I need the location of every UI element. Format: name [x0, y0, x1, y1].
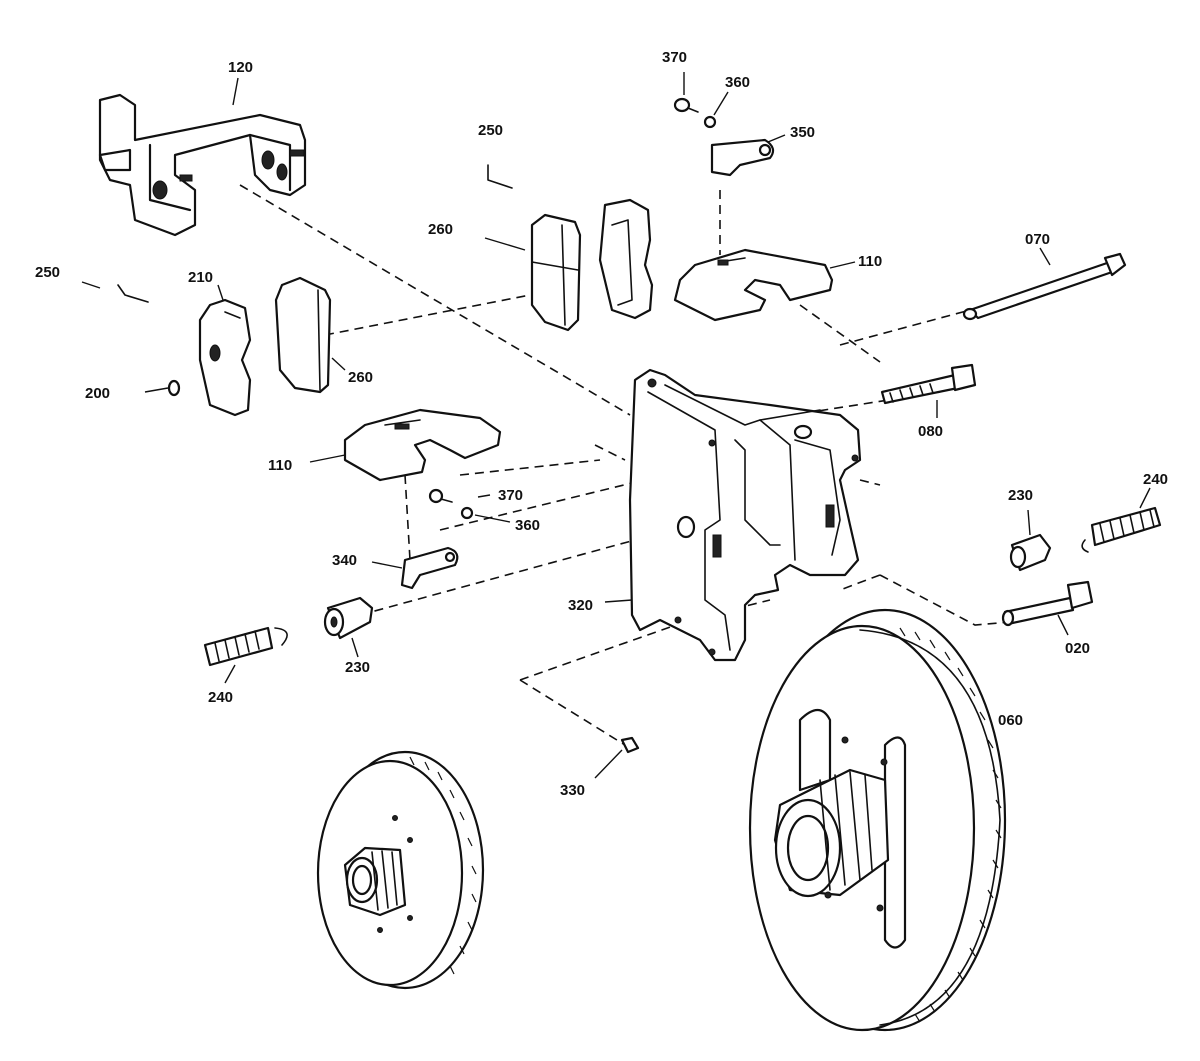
callout-340: 340 — [332, 552, 357, 569]
small-disc — [316, 750, 485, 990]
callout-240-left: 240 — [208, 689, 233, 706]
part-250-clip-top — [487, 164, 513, 189]
part-230-bushing-left — [323, 596, 374, 640]
part-340-lever — [400, 546, 459, 590]
part-370-360-mid — [428, 488, 474, 520]
callout-230-left: 230 — [345, 659, 370, 676]
callout-370-mid: 370 — [498, 487, 523, 504]
callout-110-left: 110 — [268, 457, 292, 474]
part-120-bracket — [98, 93, 307, 237]
callout-260-top: 260 — [428, 221, 453, 238]
callout-210: 210 — [188, 269, 213, 286]
part-200-pin — [167, 379, 181, 397]
callout-230-right: 230 — [1008, 487, 1033, 504]
callout-330: 330 — [560, 782, 585, 799]
part-060-large-disc — [748, 608, 1007, 1032]
callout-120: 120 — [228, 59, 253, 76]
callout-250-top: 250 — [478, 122, 503, 139]
part-260-pad-left — [274, 276, 332, 394]
part-330-screw — [620, 736, 640, 754]
part-260-pad-top — [530, 198, 654, 332]
part-250-clip-left — [117, 284, 149, 303]
part-240-spring-right — [1081, 506, 1162, 553]
callout-370-top: 370 — [662, 49, 687, 66]
part-070-long-bolt — [962, 252, 1127, 321]
callout-020: 020 — [1065, 640, 1090, 657]
callout-260-left: 260 — [348, 369, 373, 386]
callout-110-right: 110 — [858, 253, 882, 270]
callout-360-mid: 360 — [515, 517, 540, 534]
part-110-carrier-left — [343, 408, 502, 482]
part-020-bolt — [1001, 580, 1094, 627]
callout-350: 350 — [790, 124, 815, 141]
callout-060: 060 — [998, 712, 1023, 729]
callout-080: 080 — [918, 423, 943, 440]
part-210-shim — [198, 298, 252, 417]
callout-070: 070 — [1025, 231, 1050, 248]
part-110-carrier-right — [673, 248, 834, 322]
part-370-360-350-top — [673, 97, 775, 177]
part-230-bushing-right — [1009, 533, 1052, 572]
callout-200: 200 — [85, 385, 110, 402]
part-320-caliper-body — [628, 368, 862, 662]
leader-lines — [81, 72, 1151, 779]
part-080-bolt — [880, 363, 977, 405]
callouts: 120 370 360 350 250 260 110 070 250 210 … — [35, 49, 1168, 799]
callout-240-right: 240 — [1143, 471, 1168, 488]
callout-320: 320 — [568, 597, 593, 614]
callout-360-top: 360 — [725, 74, 750, 91]
part-240-spring-left — [203, 626, 288, 667]
callout-250-left: 250 — [35, 264, 60, 281]
